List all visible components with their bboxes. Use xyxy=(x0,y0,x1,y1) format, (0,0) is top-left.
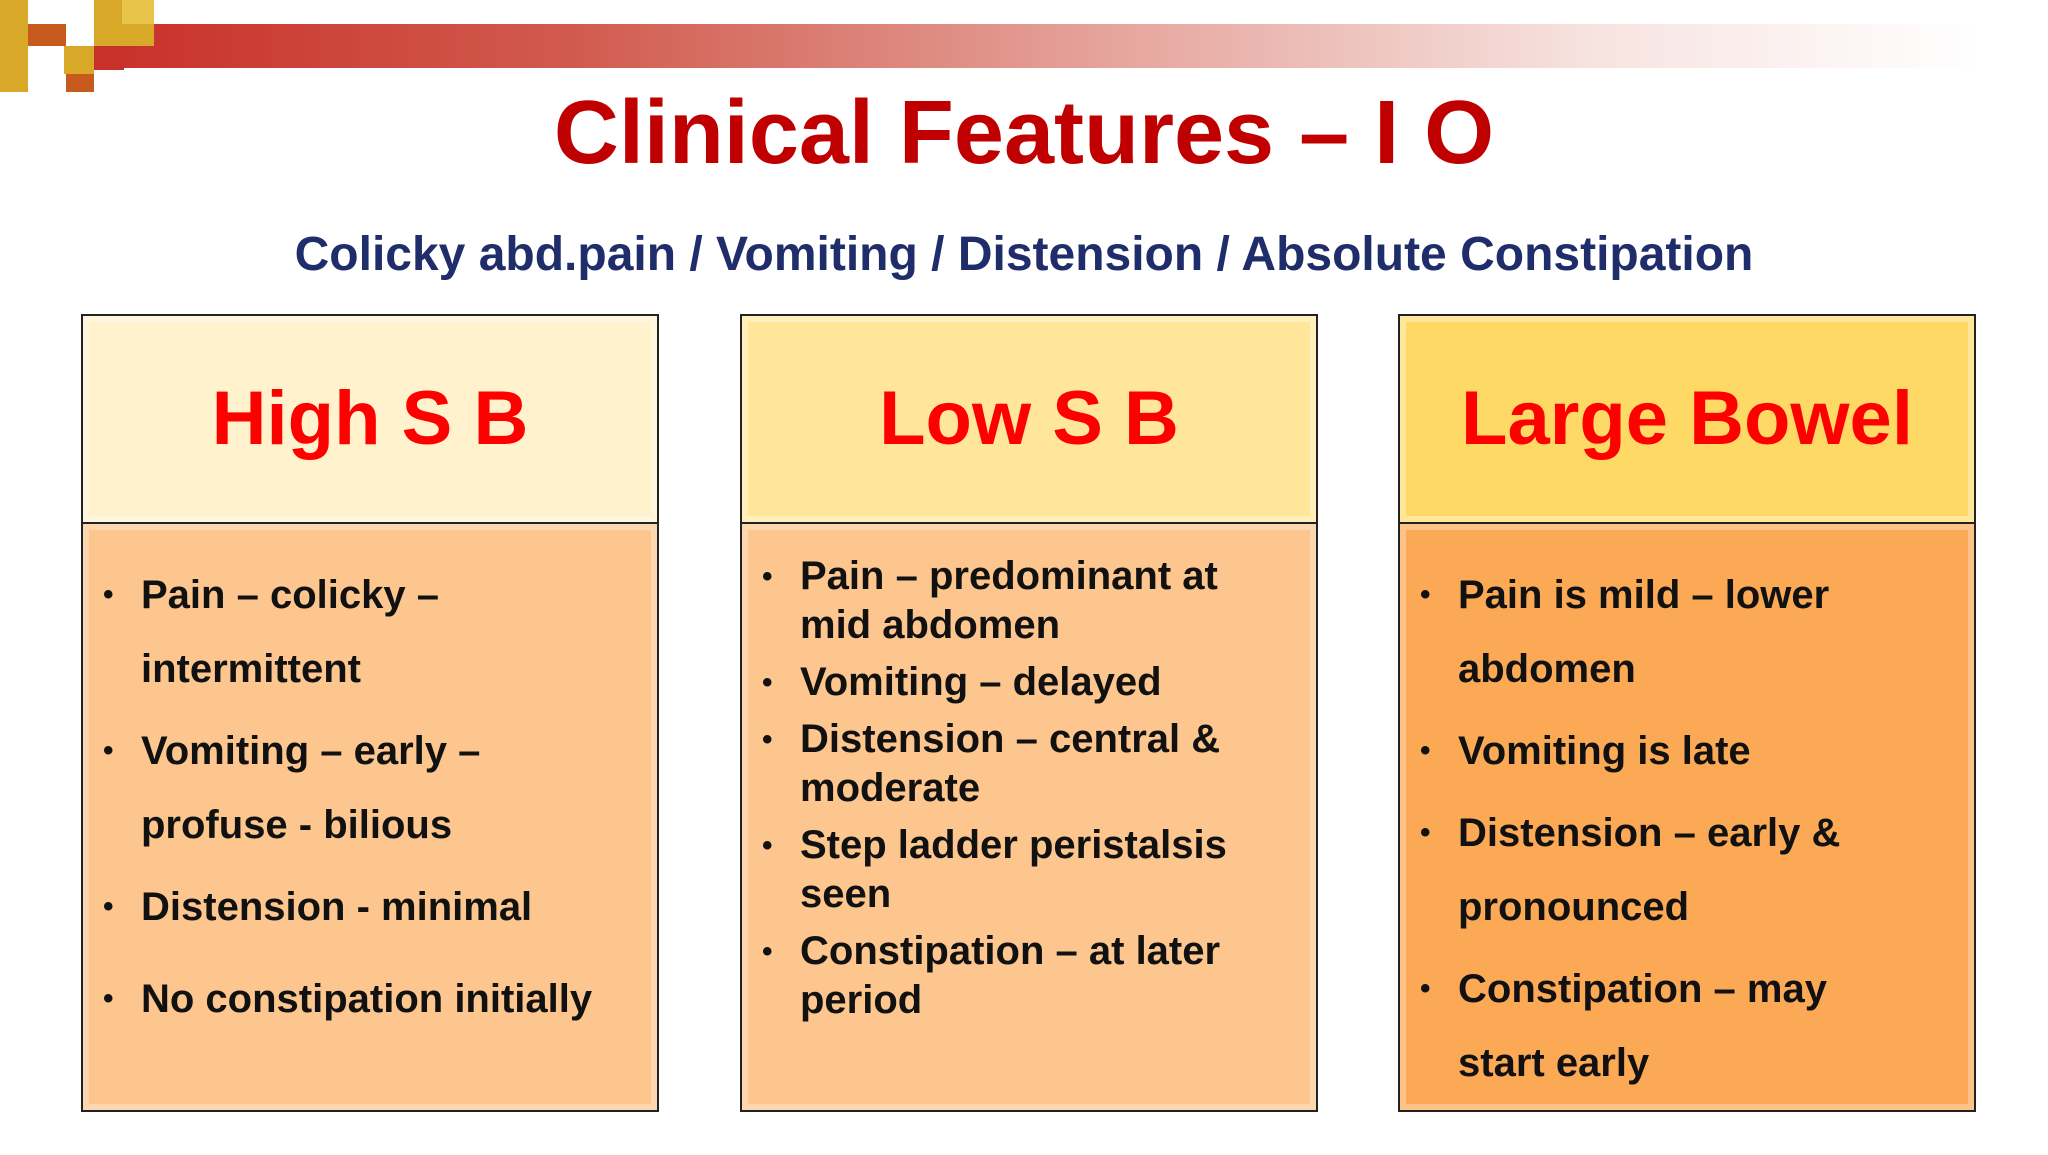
column-body: Pain – predominant at mid abdomen Vomiti… xyxy=(740,524,1318,1112)
list-item: Vomiting is late xyxy=(1400,714,1964,788)
list-item: Pain – colicky – intermittent xyxy=(83,558,471,706)
slide-subtitle: Colicky abd.pain / Vomiting / Distension… xyxy=(294,228,1754,281)
bullet-list: Pain – predominant at mid abdomen Vomiti… xyxy=(742,552,1306,1033)
list-item: No constipation initially xyxy=(83,962,647,1036)
column-heading: Large Bowel xyxy=(1461,376,1913,461)
list-item: Step ladder peristalsis seen xyxy=(742,821,1280,919)
list-item: Pain is mild – lower abdomen xyxy=(1400,558,1908,706)
column-heading: High S B xyxy=(211,376,529,461)
column-heading-box: Low S B xyxy=(740,314,1318,524)
list-item: Constipation – at later period xyxy=(742,927,1280,1025)
list-item: Distension – early & pronounced xyxy=(1400,796,1918,944)
column-heading: Low S B xyxy=(879,376,1179,461)
top-decorative-band xyxy=(100,24,1980,68)
list-item: Vomiting – delayed xyxy=(742,658,1306,707)
column-large-bowel: Large Bowel Pain is mild – lower abdomen… xyxy=(1398,314,1976,1112)
bullet-list: Pain – colicky – intermittent Vomiting –… xyxy=(83,558,647,1044)
list-item: Vomiting – early – profuse - bilious xyxy=(83,714,501,862)
column-low-sb: Low S B Pain – predominant at mid abdome… xyxy=(740,314,1318,1112)
bullet-list: Pain is mild – lower abdomen Vomiting is… xyxy=(1400,558,1964,1108)
column-body: Pain – colicky – intermittent Vomiting –… xyxy=(81,524,659,1112)
column-heading-box: High S B xyxy=(81,314,659,524)
column-heading-box: Large Bowel xyxy=(1398,314,1976,524)
column-high-sb: High S B Pain – colicky – intermittent V… xyxy=(81,314,659,1112)
list-item: Pain – predominant at mid abdomen xyxy=(742,552,1270,650)
list-item: Distension - minimal xyxy=(83,870,647,944)
slide-title: Clinical Features – I O xyxy=(553,83,1495,183)
list-item: Constipation – may start early xyxy=(1400,952,1878,1100)
list-item: Distension – central & moderate xyxy=(742,715,1270,813)
column-body: Pain is mild – lower abdomen Vomiting is… xyxy=(1398,524,1976,1112)
